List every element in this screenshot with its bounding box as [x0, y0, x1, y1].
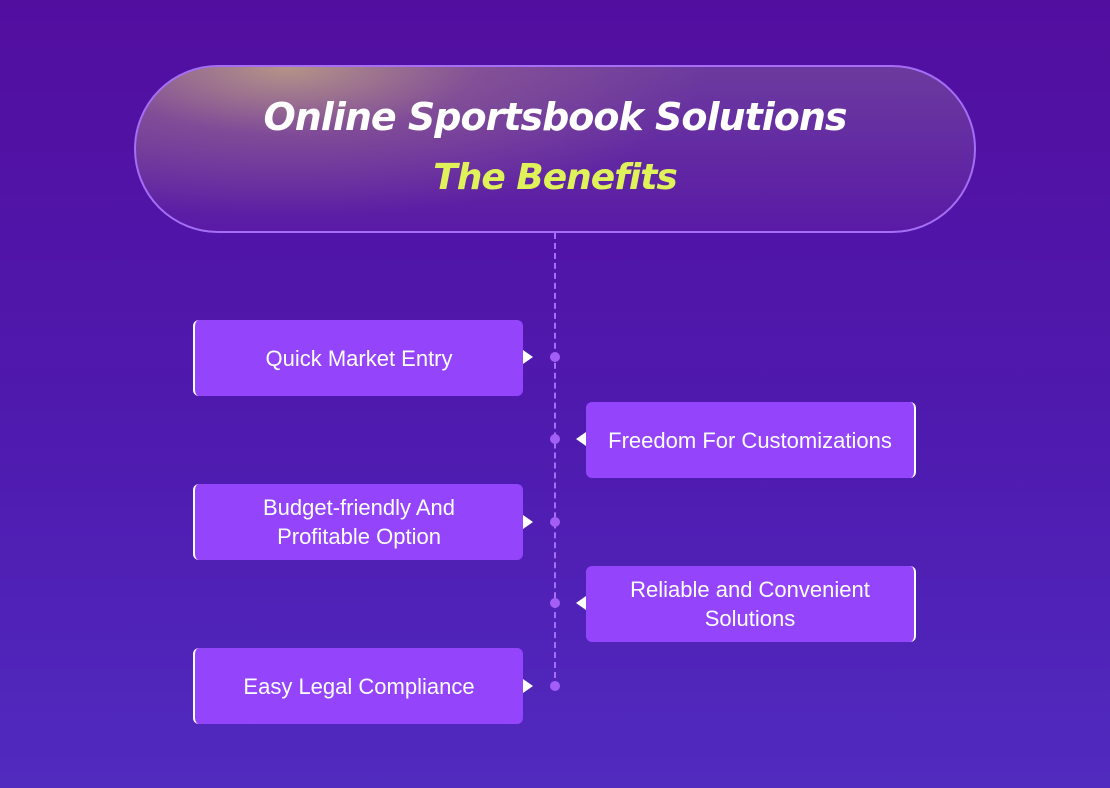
benefit-card-freedom-for-customizations: Freedom For Customizations — [586, 402, 916, 478]
timeline-dot — [550, 434, 560, 444]
benefit-label: Reliable and Convenient Solutions — [630, 577, 870, 631]
pointer-arrow-icon — [523, 515, 533, 529]
timeline-dot — [550, 352, 560, 362]
timeline-dot — [550, 517, 560, 527]
timeline-connector — [554, 233, 556, 688]
pointer-arrow-icon — [523, 679, 533, 693]
benefit-card-reliable-and-convenient: Reliable and Convenient Solutions — [586, 566, 916, 642]
benefit-card-budget-friendly: Budget-friendly And Profitable Option — [193, 484, 523, 560]
pointer-arrow-icon — [576, 596, 586, 610]
benefit-label: Quick Market Entry — [265, 345, 453, 371]
benefit-card-quick-market-entry: Quick Market Entry — [193, 320, 523, 396]
benefit-label: Easy Legal Compliance — [243, 673, 475, 699]
header-banner: Online Sportsbook Solutions The Benefits — [134, 65, 976, 233]
timeline-dot — [550, 598, 560, 608]
pointer-arrow-icon — [523, 350, 533, 364]
benefit-label: Budget-friendly And Profitable Option — [262, 495, 456, 549]
benefit-label: Freedom For Customizations — [608, 427, 892, 453]
pointer-arrow-icon — [576, 432, 586, 446]
diagram-subtitle: The Benefits — [433, 157, 678, 198]
timeline-dot — [550, 681, 560, 691]
diagram-title: Online Sportsbook Solutions — [263, 95, 847, 139]
benefit-card-easy-legal-compliance: Easy Legal Compliance — [193, 648, 523, 724]
